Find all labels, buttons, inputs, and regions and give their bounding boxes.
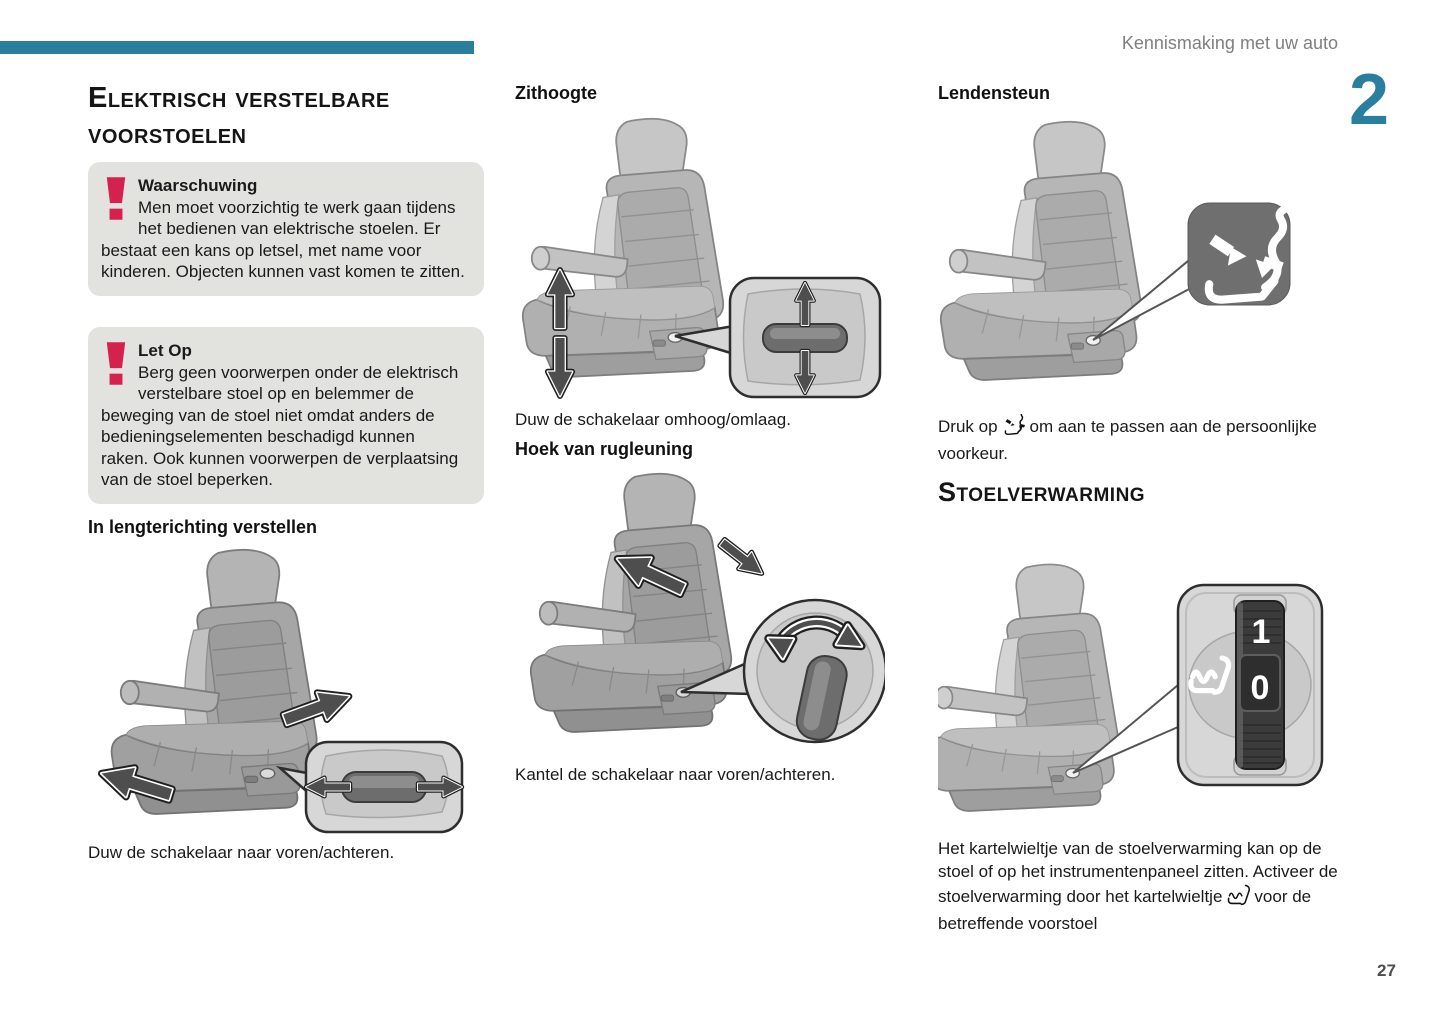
arrow-tilt-icon <box>763 615 867 659</box>
running-header: Kennismaking met uw auto <box>1121 33 1338 53</box>
heading-lumbar: Lendensteun <box>938 83 1051 103</box>
recline-switch <box>795 654 848 741</box>
warning-box: Waarschuwing Men moet voorzichtig te wer… <box>88 162 484 296</box>
lumbar-adjust-icon <box>1002 412 1026 443</box>
chapter-number: 2 <box>1349 60 1390 140</box>
chapter-accent-bar <box>0 41 474 54</box>
dial-label-on: 1 <box>1252 613 1271 651</box>
heated-seat-icon <box>1226 883 1251 913</box>
warning-body: Men moet voorzichtig te werk gaan tijden… <box>101 197 465 282</box>
seat-illustration-lengthwise <box>88 542 484 840</box>
caption-backrest: Kantel de schakelaar naar voren/achteren… <box>515 765 836 784</box>
caution-box: Let Op Berg geen voorwerpen onder de ele… <box>88 327 484 504</box>
dial-window <box>1239 654 1281 712</box>
caution-title: Let Op <box>138 341 192 360</box>
callout-tail <box>680 660 752 696</box>
callout-tail <box>674 324 735 356</box>
heating-instruction: Het kartelwieltje van de stoelverwarming… <box>938 839 1338 933</box>
heading-seat-heating: Stoelverwarming <box>938 477 1146 507</box>
arrow-recline-backward-icon <box>716 534 768 581</box>
page-title: Elektrisch verstelbare voorstoelen <box>88 82 390 150</box>
seat-illustration-backrest <box>515 466 885 762</box>
warning-exclamation-icon <box>104 177 128 220</box>
dial-label-off: 0 <box>1251 669 1270 707</box>
caption-seat-height: Duw de schakelaar omhoog/omlaag. <box>515 410 791 429</box>
callout-tail <box>275 765 313 797</box>
seat-illustration-lumbar <box>938 108 1340 408</box>
warning-title: Waarschuwing <box>138 176 258 195</box>
caption-lengthwise: Duw de schakelaar naar voren/achteren. <box>88 843 395 862</box>
heading-seat-height: Zithoogte <box>515 83 597 103</box>
seat-illustration-heating: 1 0 <box>938 515 1342 835</box>
page-number: 27 <box>1377 961 1396 980</box>
heading-lengthwise-adjust: In lengterichting verstellen <box>88 517 318 537</box>
caution-exclamation-icon <box>104 342 128 385</box>
heading-backrest-angle: Hoek van rugleuning <box>515 439 694 459</box>
seat-illustration-height <box>515 108 885 406</box>
lumbar-adjust-icon <box>1204 205 1288 304</box>
heated-seat-icon <box>1188 655 1232 695</box>
caution-body: Berg geen voorwerpen onder de elektrisch… <box>101 362 459 490</box>
